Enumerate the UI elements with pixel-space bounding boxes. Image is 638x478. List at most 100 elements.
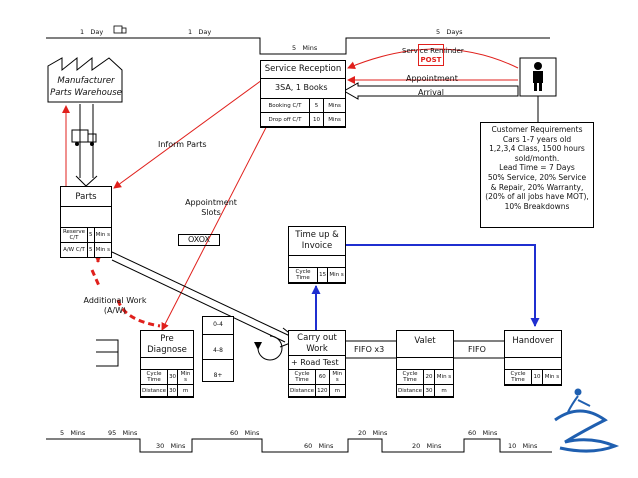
- carry-out-cycle-unit: Min s: [328, 369, 347, 385]
- top-timeline-label-3: 5 Mins: [292, 44, 318, 52]
- person-icon: [519, 57, 557, 97]
- valet-distance-unit: m: [433, 384, 455, 397]
- fifo-label: FIFO: [468, 345, 486, 354]
- valet-distance-value: 30: [423, 384, 435, 397]
- aw-ct-unit: Min s: [93, 242, 113, 258]
- time-up-title: Time up & Invoice: [295, 230, 339, 251]
- bottom-timeline-lower-4: 10 Mins: [508, 442, 538, 450]
- booking-ct-label: Booking C/T: [260, 98, 310, 113]
- carry-out-title: Carry out Work: [297, 333, 337, 354]
- appointment-slots-label: Appointment Slots: [185, 198, 237, 217]
- pre-diagnose-distance-value: 30: [167, 384, 179, 397]
- shipment-push-arrow: [75, 104, 98, 187]
- cycle-arrow-icon: [254, 335, 283, 361]
- buffer-0-4: 0-4: [213, 321, 223, 328]
- dropoff-ct-value: 10: [308, 112, 325, 127]
- service-reminder-arrow: [347, 48, 519, 70]
- carry-out-distance-label: Distance: [287, 384, 317, 397]
- bottom-timeline: [46, 438, 552, 453]
- top-timeline-label-4: 5 Days: [436, 28, 463, 36]
- bottom-timeline-upper-5: 60 Mins: [468, 429, 498, 437]
- aw-ct-label: A/W C/T: [60, 242, 88, 258]
- inform-parts-label: Inform Parts: [158, 140, 207, 149]
- bottom-timeline-upper-2: 95 Mins: [108, 429, 138, 437]
- top-timeline-label-2: 1 Day: [188, 28, 212, 36]
- pre-diagnose-cycle-label: Cycle Time: [139, 369, 169, 385]
- carry-out-footer: + Road Test: [291, 358, 339, 367]
- service-reminder-label: Service Reminder: [402, 47, 464, 55]
- fifo-x3-label: FIFO x3: [354, 345, 385, 354]
- dropoff-ct-label: Drop off C/T: [260, 112, 310, 127]
- pre-diagnose-title: Pre Diagnose: [147, 334, 187, 355]
- carry-out-cycle-label: Cycle Time: [287, 369, 317, 385]
- customer-requirements-box: Customer Requirements Cars 1-7 years old…: [480, 122, 594, 228]
- top-timeline: [46, 37, 550, 55]
- reserve-ct-label: Reserve C/T: [60, 227, 88, 243]
- storage-icon: [96, 339, 119, 367]
- time-up-cycle-unit: Min s: [327, 267, 346, 283]
- handover-title: Handover: [512, 336, 554, 346]
- valet-title: Valet: [414, 336, 436, 346]
- handover-cycle-label: Cycle Time: [504, 369, 532, 385]
- booking-ct-unit: Mins: [323, 98, 346, 113]
- appointment-label: Appointment: [406, 74, 458, 83]
- valet-cycle-label: Cycle Time: [395, 369, 425, 385]
- additional-work-link: [116, 299, 161, 328]
- arrival-label: Arrival: [418, 88, 444, 97]
- post-label: POST: [420, 56, 442, 64]
- time-up-cycle-label: Cycle Time: [288, 267, 318, 283]
- logo-icon: [554, 388, 620, 453]
- bottom-timeline-lower-1: 30 Mins: [156, 442, 186, 450]
- post-icon: POST: [418, 44, 444, 66]
- manufacturer-label: Manufacturer Parts Warehouse: [50, 76, 122, 98]
- buffer-4-8: 4-8: [213, 347, 223, 354]
- factory-icon: [47, 56, 123, 103]
- valet-cycle-value: 20: [423, 369, 435, 385]
- wip-buffer-stack: 0-4 4-8 8+: [202, 316, 234, 382]
- invoice-to-handover-arrow: [346, 244, 540, 327]
- bottom-timeline-upper-3: 60 Mins: [230, 429, 260, 437]
- carry-out-distance-unit: m: [328, 384, 347, 397]
- time-up-cycle-value: 15: [316, 267, 329, 283]
- bottom-timeline-upper-4: 20 Mins: [358, 429, 388, 437]
- service-reception-staff: 3SA, 1 Books: [275, 83, 328, 92]
- bottom-timeline-lower-2: 60 Mins: [304, 442, 334, 450]
- bottom-timeline-upper-1: 5 Mins: [60, 429, 86, 437]
- pre-diagnose-distance-unit: m: [177, 384, 194, 397]
- valet-cycle-unit: Min s: [433, 369, 455, 385]
- additional-work-label: Additional Work (A/W): [83, 296, 147, 315]
- carry-out-cycle-value: 60: [315, 369, 330, 385]
- fifo-lanes: [346, 340, 504, 359]
- appointment-slots-arrow: [161, 109, 276, 331]
- handover-cycle-unit: Min s: [541, 369, 563, 385]
- reserve-ct-unit: Min s: [93, 227, 113, 243]
- pre-diagnose-cycle-unit: Min s: [177, 369, 194, 385]
- booking-ct-value: 5: [308, 98, 325, 113]
- bottom-timeline-lower-3: 20 Mins: [412, 442, 442, 450]
- load-leveling-box: OXOX: [178, 234, 220, 246]
- truck-icon: [71, 129, 97, 146]
- truck-icon: [113, 25, 127, 34]
- inform-parts-arrow: [113, 79, 263, 189]
- valet-distance-label: Distance: [395, 384, 425, 397]
- top-timeline-label-1: 1 Day: [80, 28, 104, 36]
- service-reception-title: Service Reception: [264, 64, 342, 74]
- service-reception-box[interactable]: Service Reception 3SA, 1 Books Booking C…: [260, 60, 346, 128]
- parts-title: Parts: [75, 192, 97, 202]
- handover-cycle-value: 10: [531, 369, 543, 385]
- additional-work-dash: [90, 269, 102, 289]
